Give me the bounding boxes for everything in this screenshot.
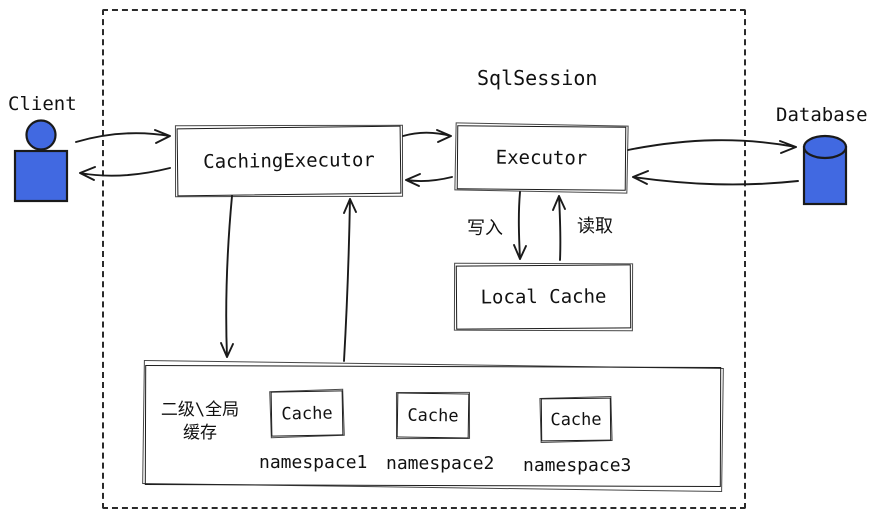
- database-icon: [802, 134, 848, 206]
- local-cache-box: Local Cache: [455, 264, 632, 330]
- cache-label: Cache: [550, 409, 602, 430]
- cache-box: Cache: [396, 392, 470, 439]
- database-label: Database: [776, 104, 868, 126]
- read-arrow-label: 读取: [577, 216, 613, 237]
- caching-executor-label: CachingExecutor: [203, 148, 375, 174]
- client-label: Client: [8, 93, 77, 115]
- cache-box: Cache: [270, 390, 344, 437]
- caching-executor-box: CachingExecutor: [176, 125, 402, 197]
- global-cache-label: 二级\全局 缓存: [160, 400, 240, 443]
- namespace-label: namespace2: [386, 453, 495, 474]
- cache-box: Cache: [540, 397, 612, 442]
- write-arrow-label: 写入: [467, 218, 503, 239]
- sqlsession-label: SqlSession: [477, 66, 598, 90]
- client-icon: [13, 119, 69, 203]
- executor-label: Executor: [495, 146, 588, 170]
- namespace-label: namespace3: [523, 455, 632, 476]
- cache-label: Cache: [281, 403, 333, 424]
- database-icon-top: [802, 134, 848, 160]
- client-icon-head: [25, 119, 57, 151]
- namespace-label: namespace1: [259, 452, 368, 473]
- client-icon-body: [13, 149, 69, 203]
- executor-box: Executor: [456, 125, 627, 191]
- cache-label: Cache: [407, 405, 459, 426]
- local-cache-label: Local Cache: [480, 285, 607, 309]
- sqlsession-boundary: [102, 9, 746, 509]
